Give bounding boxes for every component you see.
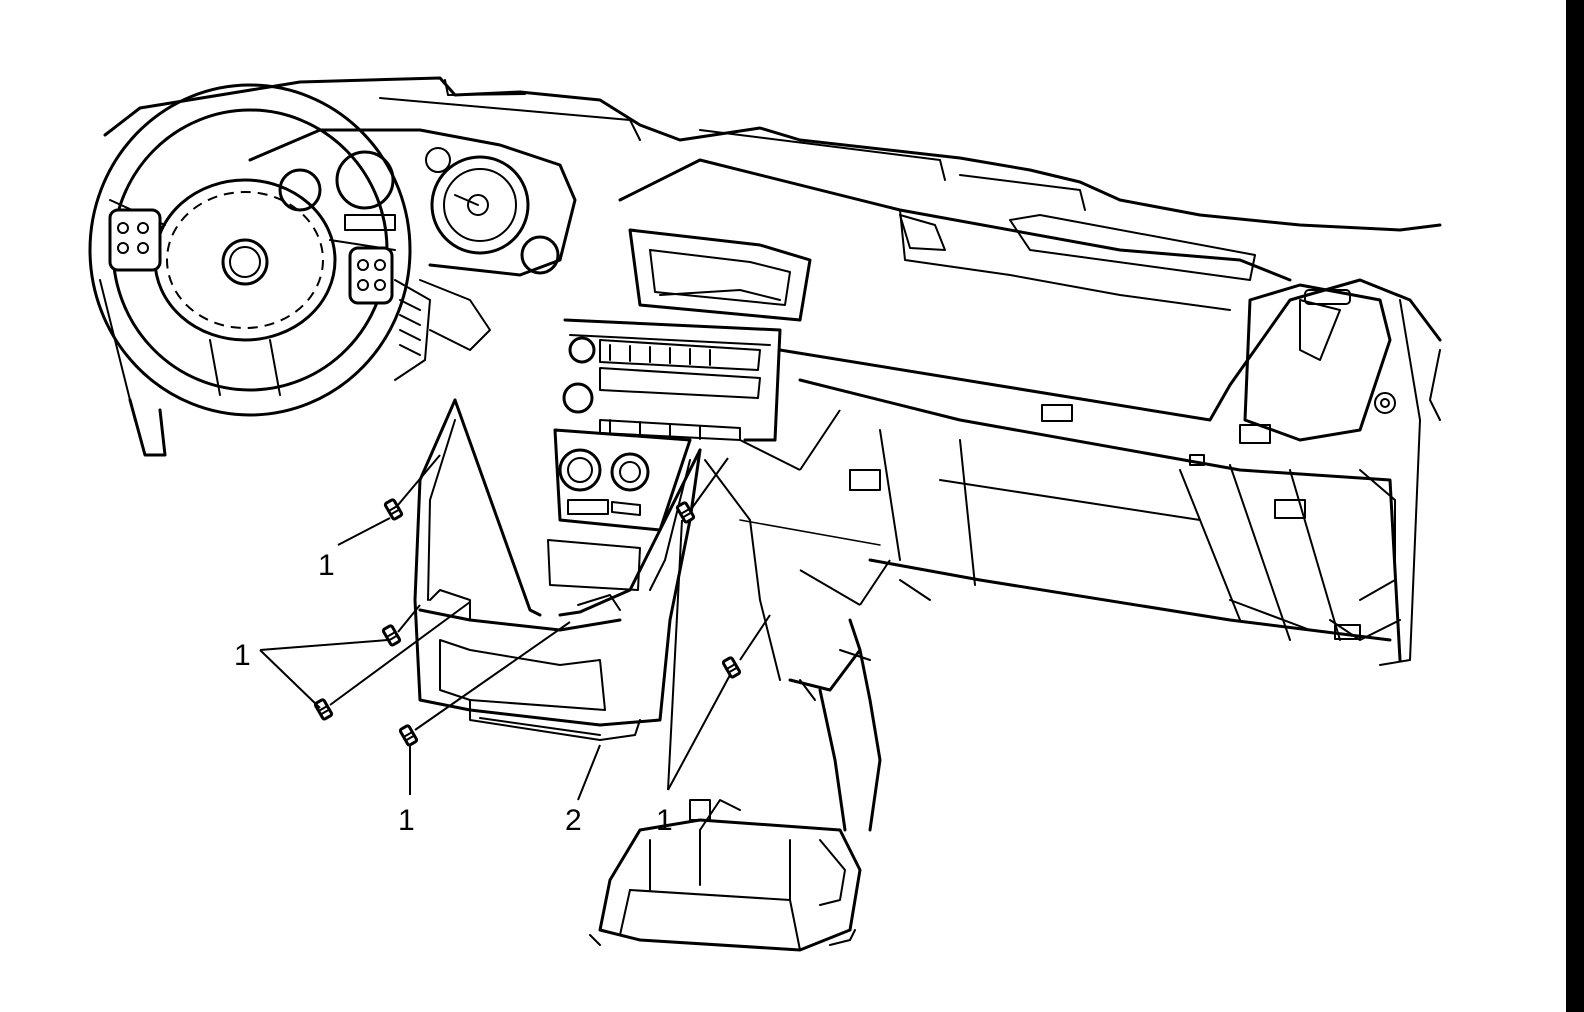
screw-icon	[383, 498, 404, 521]
center-stack	[547, 318, 782, 591]
leader-lines	[259, 409, 891, 801]
steering-wheel	[88, 83, 412, 457]
callout-1a: 1	[318, 549, 335, 582]
screw-icon	[721, 656, 742, 679]
callout-1b: 1	[234, 639, 251, 672]
callout-1c: 1	[398, 804, 415, 837]
screw-icon	[675, 501, 696, 524]
console-trim-panel	[413, 398, 781, 741]
floor-bracket	[589, 618, 882, 952]
screw-icon	[381, 624, 402, 647]
fasteners	[313, 498, 742, 747]
screw-icon	[398, 724, 419, 747]
callout-2: 2	[565, 804, 582, 837]
callouts: 1 1 1 2 1	[234, 549, 673, 837]
callout-1d: 1	[656, 804, 673, 837]
instrument-cluster	[248, 128, 577, 381]
instrument-panel	[103, 76, 1442, 666]
border-bar	[1566, 0, 1584, 1012]
screw-icon	[313, 698, 334, 721]
